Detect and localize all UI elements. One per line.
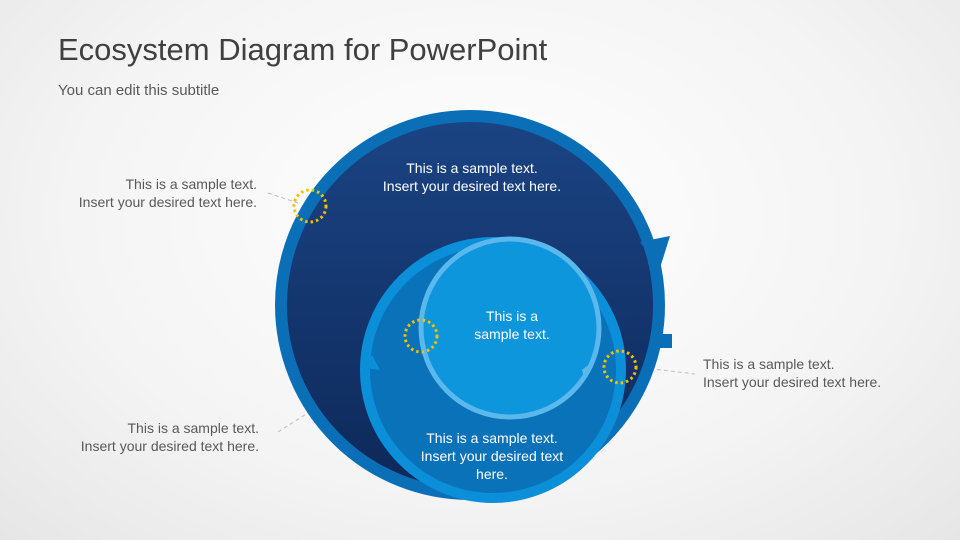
callout-bottom-left: This is a sample text. Insert your desir… bbox=[42, 419, 259, 455]
callout-top-left: This is a sample text. Insert your desir… bbox=[40, 175, 257, 211]
marker-middle bbox=[403, 318, 439, 354]
middle-text-line: here. bbox=[476, 466, 508, 482]
middle-circle-text: This is a sample text. Insert your desir… bbox=[402, 429, 582, 483]
inner-circle bbox=[418, 236, 602, 420]
slide-subtitle: You can edit this subtitle bbox=[58, 82, 220, 99]
outer-arrow-head bbox=[640, 236, 670, 268]
callout-line: This is a sample text. bbox=[127, 420, 260, 436]
callout-line: Insert your desired text here. bbox=[78, 194, 257, 210]
marker-outer bbox=[292, 188, 328, 224]
callout-right: This is a sample text. Insert your desir… bbox=[703, 355, 933, 391]
middle-text-line: Insert your desired text bbox=[420, 448, 564, 464]
outer-text-line: Insert your desired text here. bbox=[382, 178, 562, 194]
callout-line: This is a sample text. bbox=[703, 356, 835, 372]
middle-arrow-head bbox=[365, 355, 380, 370]
callout-line: Insert your desired text here. bbox=[80, 438, 259, 454]
inner-arrow-head bbox=[582, 362, 592, 378]
slide-title: Ecosystem Diagram for PowerPoint bbox=[58, 32, 548, 67]
leader-line-top-left bbox=[267, 192, 299, 204]
inner-circle-text: This is a sample text. bbox=[452, 307, 572, 343]
middle-text-line: This is a sample text. bbox=[426, 430, 558, 446]
outer-text-line: This is a sample text. bbox=[406, 160, 538, 176]
marker-inner bbox=[602, 349, 638, 385]
outer-circle-text: This is a sample text. Insert your desir… bbox=[362, 159, 582, 195]
inner-text-line: sample text. bbox=[474, 326, 550, 342]
callout-line: This is a sample text. bbox=[125, 176, 258, 192]
outer-arrow-tail bbox=[658, 334, 672, 348]
callout-line: Insert your desired text here. bbox=[703, 374, 882, 390]
inner-text-line: This is a bbox=[485, 308, 539, 324]
